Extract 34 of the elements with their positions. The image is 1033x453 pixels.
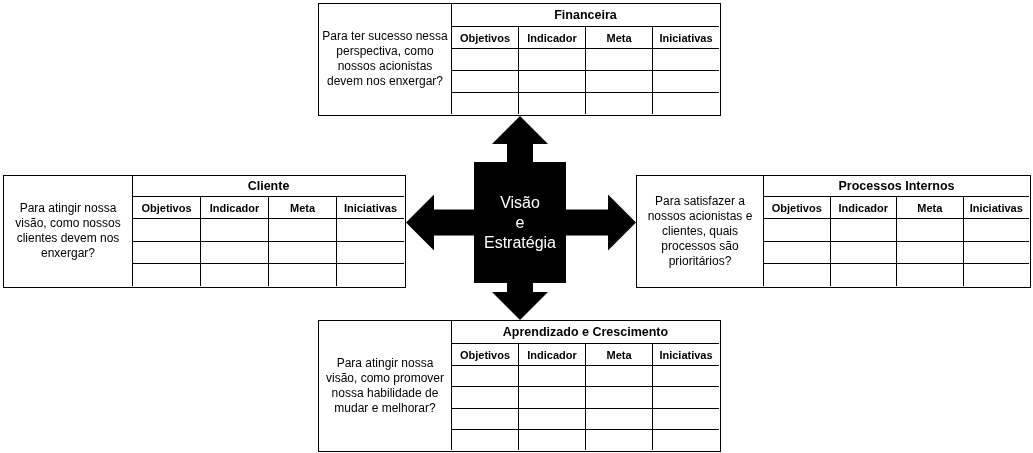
scorecard-table bbox=[318, 320, 721, 452]
column-header: Meta bbox=[606, 348, 632, 361]
column-header: Objetivos bbox=[459, 348, 511, 361]
vision-box bbox=[474, 162, 566, 283]
arrow bbox=[406, 194, 474, 251]
column-header: Indicador bbox=[527, 348, 577, 361]
scorecard-table bbox=[318, 3, 721, 116]
column-header: Iniciativas bbox=[659, 348, 713, 361]
perspective-title: Aprendizado e Crescimento bbox=[502, 324, 669, 339]
column-header: Iniciativas bbox=[659, 31, 713, 44]
scorecard-table bbox=[3, 175, 406, 288]
column-header: Iniciativas bbox=[969, 201, 1023, 214]
column-header: Meta bbox=[606, 31, 632, 44]
scorecard-table bbox=[636, 175, 1031, 288]
perspective-title: Processos Internos bbox=[838, 178, 955, 193]
question-text: Para atingir nossa visão, como nossos clientes devem nos enxergar? bbox=[14, 201, 122, 261]
arrow bbox=[492, 283, 548, 320]
arrow bbox=[566, 194, 636, 251]
question-text: Para ter sucesso nessa perspectiva, como nossos acionistas devem nos enxergar? bbox=[322, 29, 448, 89]
column-header: Indicador bbox=[209, 201, 260, 214]
column-header: Meta bbox=[917, 201, 943, 214]
vision-text: Visão e Estratégia bbox=[482, 192, 557, 253]
perspective-title: Cliente bbox=[247, 178, 290, 193]
column-header: Objetivos bbox=[141, 201, 192, 214]
column-header: Meta bbox=[289, 201, 316, 214]
column-header: Objetivos bbox=[771, 201, 822, 214]
perspective-title: Financeira bbox=[554, 7, 617, 22]
column-header: Indicador bbox=[527, 31, 577, 44]
arrow bbox=[492, 116, 548, 162]
column-header: Objetivos bbox=[459, 31, 511, 44]
column-header: Iniciativas bbox=[343, 201, 398, 214]
column-header: Indicador bbox=[838, 201, 888, 214]
question-text: Para satisfazer a nossos acionistas e clientes, quais processos são prioritários? bbox=[646, 193, 754, 269]
question-text: Para atingir nossa visão, como promover nossa habilidade de mudar e melhorar? bbox=[324, 355, 445, 416]
